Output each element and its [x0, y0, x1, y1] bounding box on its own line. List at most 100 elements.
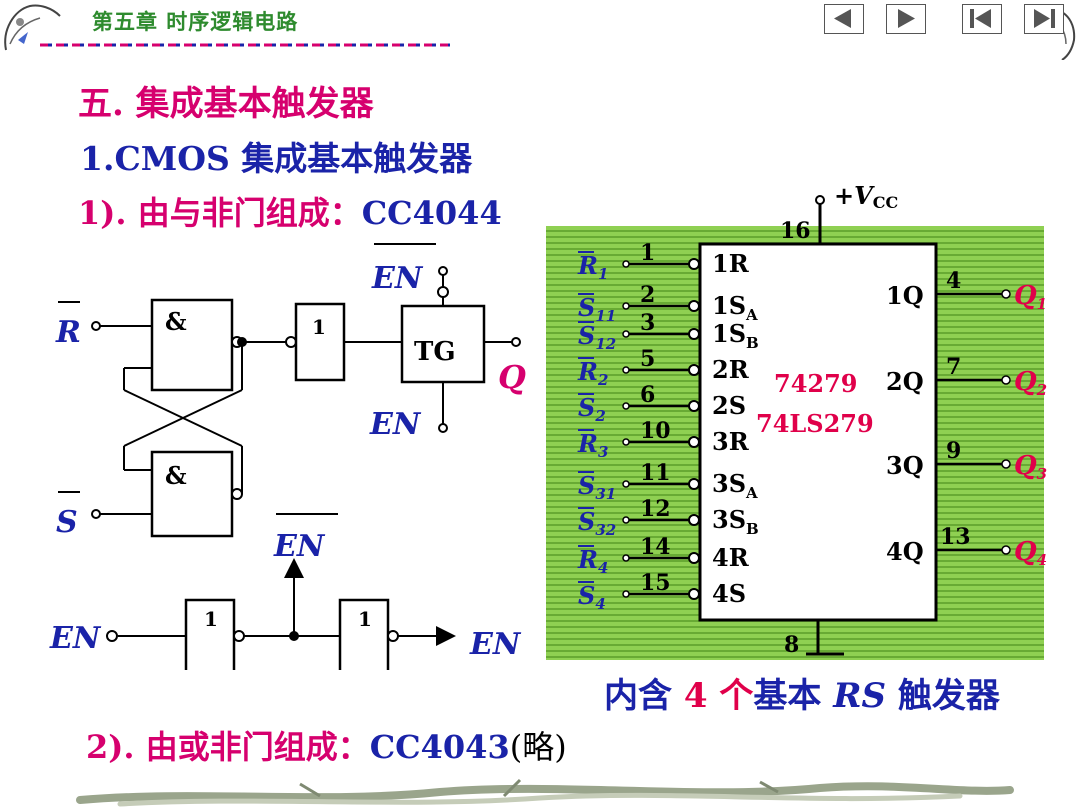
pin-internal-label: 1SB [712, 319, 759, 352]
pin-external-label: Q3 [1014, 451, 1047, 483]
next-button[interactable] [886, 4, 926, 34]
caption-pre: 内含 [604, 676, 672, 716]
pin-number: 12 [640, 496, 671, 522]
pin-number: 3 [640, 310, 655, 336]
pin-number: 5 [640, 346, 655, 372]
pin-internal-label: 3SA [712, 469, 758, 502]
item2-heading: 2). 由或非门组成：CC4043(略) [86, 722, 567, 768]
pin-internal-label: 2Q [886, 367, 924, 396]
pin-internal-label: 4R [712, 543, 750, 572]
pin-number: 15 [640, 570, 671, 596]
pin-number: 14 [640, 534, 671, 560]
item2-chip: CC4043 [369, 728, 510, 766]
chip-output-pin-4: 4 1Q Q1 [886, 268, 1047, 313]
not-gate-en2: 1 [358, 607, 372, 631]
pin-number: 7 [946, 354, 961, 380]
pin-external-label: R4 [577, 545, 608, 577]
en-bar-label-tg: EN [371, 261, 424, 296]
chip-output-pin-9: 9 3Q Q3 [886, 438, 1047, 483]
chip-input-pin-1: 1 R1 1R [577, 240, 750, 283]
subsection-heading: 1.CMOS 集成基本触发器 [80, 139, 473, 178]
first-button[interactable] [962, 4, 1002, 34]
item2-note: (略) [509, 728, 567, 766]
pin-external-label: Q1 [1014, 281, 1047, 313]
gnd-pin: 8 [784, 632, 799, 658]
pin-number: 11 [640, 460, 671, 486]
chip-name-2: 74LS279 [756, 409, 874, 438]
pin-number: 4 [946, 268, 961, 294]
vcc-label: +VCC [834, 181, 898, 212]
caption-rs: RS [833, 676, 887, 716]
chip-body [698, 242, 938, 622]
ornament-left-icon [4, 4, 61, 51]
pin-internal-label: 1R [712, 249, 750, 278]
pin-number: 13 [940, 524, 971, 550]
pin-external-label: S31 [578, 471, 616, 503]
chip-input-pin-11: 11 S31 3SA [578, 460, 758, 503]
pin-internal-label: 1Q [886, 281, 924, 310]
en-input-label: EN [49, 621, 102, 656]
item2-prefix: 2). 由或非门组成： [86, 728, 370, 766]
pin-internal-label: 2S [712, 391, 746, 420]
r-bar-label: R [55, 315, 81, 350]
not-gate-en1: 1 [204, 607, 218, 631]
item1-chip: CC4044 [361, 194, 502, 232]
pin-external-label: Q4 [1014, 537, 1047, 569]
rs-latch-diagram: R S EN EN EN EN EN Q & & 1 TG 1 1 [49, 243, 526, 670]
caption-unit: 个 [719, 676, 754, 716]
pin-external-label: S2 [578, 393, 606, 425]
pin-number: 1 [640, 240, 655, 266]
chip-output-pin-7: 7 2Q Q2 [886, 354, 1047, 399]
pin-external-label: R1 [577, 251, 608, 283]
prev-button[interactable] [824, 4, 864, 34]
pin-internal-label: 2R [712, 355, 750, 384]
chip-input-pin-3: 3 S12 1SB [578, 310, 759, 353]
en-label-tg: EN [369, 407, 422, 442]
chip-output-pin-13: 13 4Q Q4 [886, 524, 1047, 569]
section-heading: 五. 集成基本触发器 [78, 84, 374, 124]
pin-number: 10 [640, 418, 671, 444]
pin-number: 9 [946, 438, 961, 464]
pin-external-label: R2 [577, 357, 608, 389]
and-gate-2: & [165, 461, 187, 490]
prev-icon [834, 9, 851, 28]
chip-name-1: 74279 [774, 369, 858, 398]
pin-number: 6 [640, 382, 655, 408]
last-button[interactable] [1024, 4, 1064, 34]
vcc-pin: 16 [780, 218, 811, 244]
next-icon [898, 9, 915, 28]
not-gate-label: 1 [312, 315, 326, 339]
pin-internal-label: 3Q [886, 451, 924, 480]
chip-input-pin-5: 5 R2 2R [577, 346, 750, 389]
s-bar-label: S [56, 505, 78, 540]
chapter-title: 第五章 时序逻辑电路 [92, 10, 299, 34]
tg-label: TG [414, 337, 456, 367]
item1-prefix: 1). 由与非门组成： [78, 194, 362, 232]
last-icon [1034, 9, 1055, 28]
pin-internal-label: 4S [712, 579, 746, 608]
pin-internal-label: 3R [712, 427, 750, 456]
chip-input-pin-14: 14 R4 4R [577, 534, 750, 577]
en-output-label: EN [469, 627, 522, 662]
pin-external-label: S12 [578, 321, 616, 353]
chip-input-pin-6: 6 S2 2S [578, 382, 746, 425]
chip-input-pin-15: 15 S4 4S [578, 570, 746, 613]
caption-mid: 基本 [753, 676, 822, 716]
chip-input-pin-10: 10 R3 3R [577, 418, 750, 461]
footer-decoration [76, 778, 1014, 807]
pin-internal-label: 4Q [886, 537, 924, 566]
chip-caption: 内含 4 个基本 RS 触发器 [604, 668, 1000, 717]
header-decoration [4, 4, 1076, 60]
pin-internal-label: 3SB [712, 505, 759, 538]
q-label: Q [498, 358, 526, 396]
pin-external-label: R3 [577, 429, 608, 461]
caption-num: 4 [683, 676, 708, 716]
pin-internal-label: 1SA [712, 291, 758, 324]
pin-external-label: S4 [578, 581, 606, 613]
caption-post: 触发器 [897, 676, 1000, 716]
pin-external-label: S11 [578, 293, 616, 325]
pin-external-label: Q2 [1014, 367, 1047, 399]
